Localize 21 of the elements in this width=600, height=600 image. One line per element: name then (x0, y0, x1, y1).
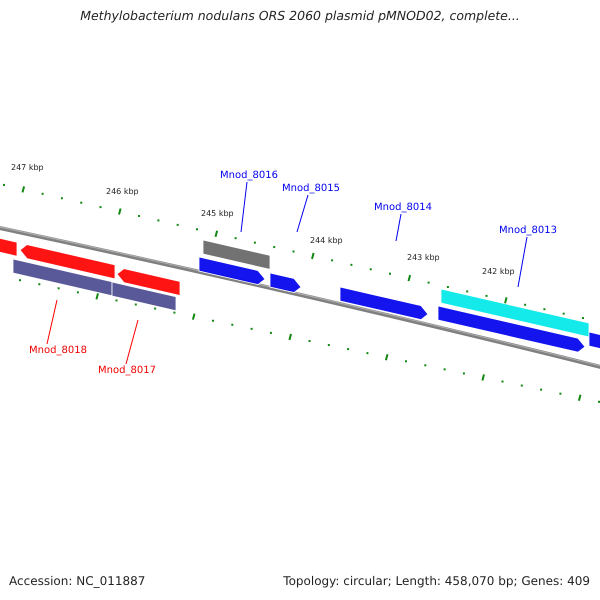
leader-line (126, 320, 138, 364)
scale-label: 247 kbp (11, 164, 44, 173)
leader-line (46, 300, 58, 344)
scale-label: 245 kbp (201, 210, 234, 219)
gene-label: Mnod_8018 (29, 345, 87, 356)
leader-line (296, 194, 308, 232)
scale-label: 242 kbp (482, 268, 515, 277)
scale-label: 243 kbp (407, 254, 440, 263)
scale-label: 246 kbp (106, 188, 139, 197)
title: Methylobacterium nodulans ORS 2060 plasmid pMNOD02, complete... (79, 9, 521, 23)
leader-line (518, 236, 528, 288)
gene-label: Mnod_8016 (220, 170, 278, 181)
scale-label: 244 kbp (310, 237, 343, 246)
summary-text: Topology: circular; Length: 458,070 bp; Genes: 409 (283, 575, 590, 588)
gene-label: Mnod_8013 (499, 225, 557, 236)
accession-text: Accession: NC_011887 (9, 575, 146, 588)
leader-line (240, 182, 248, 232)
gene-label: Mnod_8015 (282, 183, 340, 194)
gene-label: Mnod_8017 (98, 365, 156, 376)
gene-label: Mnod_8014 (374, 202, 432, 213)
leader-line (396, 214, 402, 242)
